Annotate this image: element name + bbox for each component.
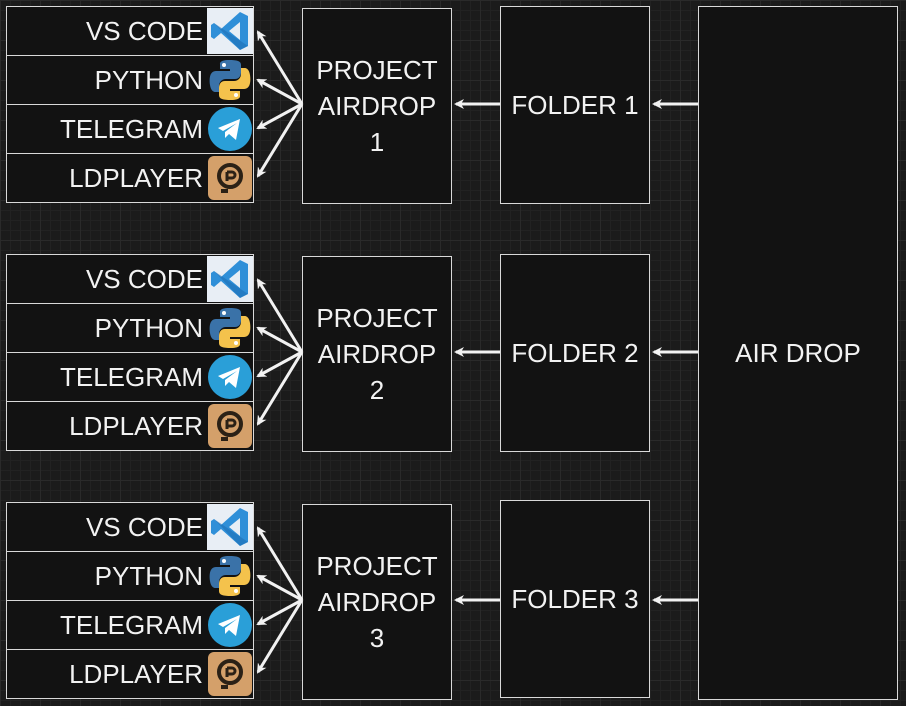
telegram-icon [207, 354, 253, 400]
tool-box-ldplayer[interactable]: LDPLAYER [6, 153, 254, 203]
arrow-project-2-to-vscode [256, 278, 304, 353]
folder-box[interactable]: FOLDER 3 [500, 500, 650, 698]
tool-box-vscode[interactable]: VS CODE [6, 502, 254, 552]
ldplayer-icon [207, 403, 253, 449]
tool-box-python[interactable]: PYTHON [6, 55, 254, 105]
vscode-icon [207, 504, 253, 550]
tool-box-python[interactable]: PYTHON [6, 303, 254, 353]
ldplayer-icon [207, 155, 253, 201]
tool-label: TELEGRAM [59, 362, 203, 392]
air-drop-root-box[interactable]: AIR DROP [698, 6, 898, 700]
arrow-project-3-to-ldplayer [256, 599, 304, 674]
tool-label: LDPLAYER [69, 659, 203, 689]
tool-label: LDPLAYER [69, 411, 203, 441]
arrow-project-3-to-python [256, 574, 303, 602]
tool-box-telegram[interactable]: TELEGRAM [6, 600, 254, 650]
python-icon [207, 57, 253, 103]
arrow-project-1-to-telegram [256, 102, 303, 130]
tool-label: VS CODE [85, 16, 203, 46]
arrow-project-2-to-telegram [256, 350, 303, 378]
project-airdrop-box[interactable]: PROJECT AIRDROP 2 [302, 256, 452, 452]
tool-box-python[interactable]: PYTHON [6, 551, 254, 601]
folder-box[interactable]: FOLDER 1 [500, 6, 650, 204]
tool-label: TELEGRAM [59, 114, 203, 144]
tool-label: PYTHON [94, 313, 203, 343]
arrow-project-2-to-python [256, 326, 303, 354]
arrow-project-2-to-ldplayer [256, 351, 304, 426]
arrow-project-1-to-ldplayer [256, 103, 304, 178]
tool-label: LDPLAYER [69, 163, 203, 193]
arrow-project-3-to-vscode [256, 526, 304, 601]
tool-label: VS CODE [85, 264, 203, 294]
tool-box-telegram[interactable]: TELEGRAM [6, 104, 254, 154]
arrow-project-1-to-vscode [256, 30, 304, 105]
python-icon [207, 305, 253, 351]
tool-box-ldplayer[interactable]: LDPLAYER [6, 649, 254, 699]
tool-box-vscode[interactable]: VS CODE [6, 6, 254, 56]
vscode-icon [207, 8, 253, 54]
folder-box[interactable]: FOLDER 2 [500, 254, 650, 452]
vscode-icon [207, 256, 253, 302]
python-icon [207, 553, 253, 599]
telegram-icon [207, 106, 253, 152]
arrow-project-1-to-python [256, 78, 303, 106]
telegram-icon [207, 602, 253, 648]
tool-label: TELEGRAM [59, 610, 203, 640]
tool-box-ldplayer[interactable]: LDPLAYER [6, 401, 254, 451]
project-airdrop-box[interactable]: PROJECT AIRDROP 3 [302, 504, 452, 700]
tool-box-telegram[interactable]: TELEGRAM [6, 352, 254, 402]
arrow-project-3-to-telegram [256, 598, 303, 626]
tool-box-vscode[interactable]: VS CODE [6, 254, 254, 304]
tool-label: VS CODE [85, 512, 203, 542]
tool-label: PYTHON [94, 561, 203, 591]
project-airdrop-box[interactable]: PROJECT AIRDROP 1 [302, 8, 452, 204]
tool-label: PYTHON [94, 65, 203, 95]
ldplayer-icon [207, 651, 253, 697]
